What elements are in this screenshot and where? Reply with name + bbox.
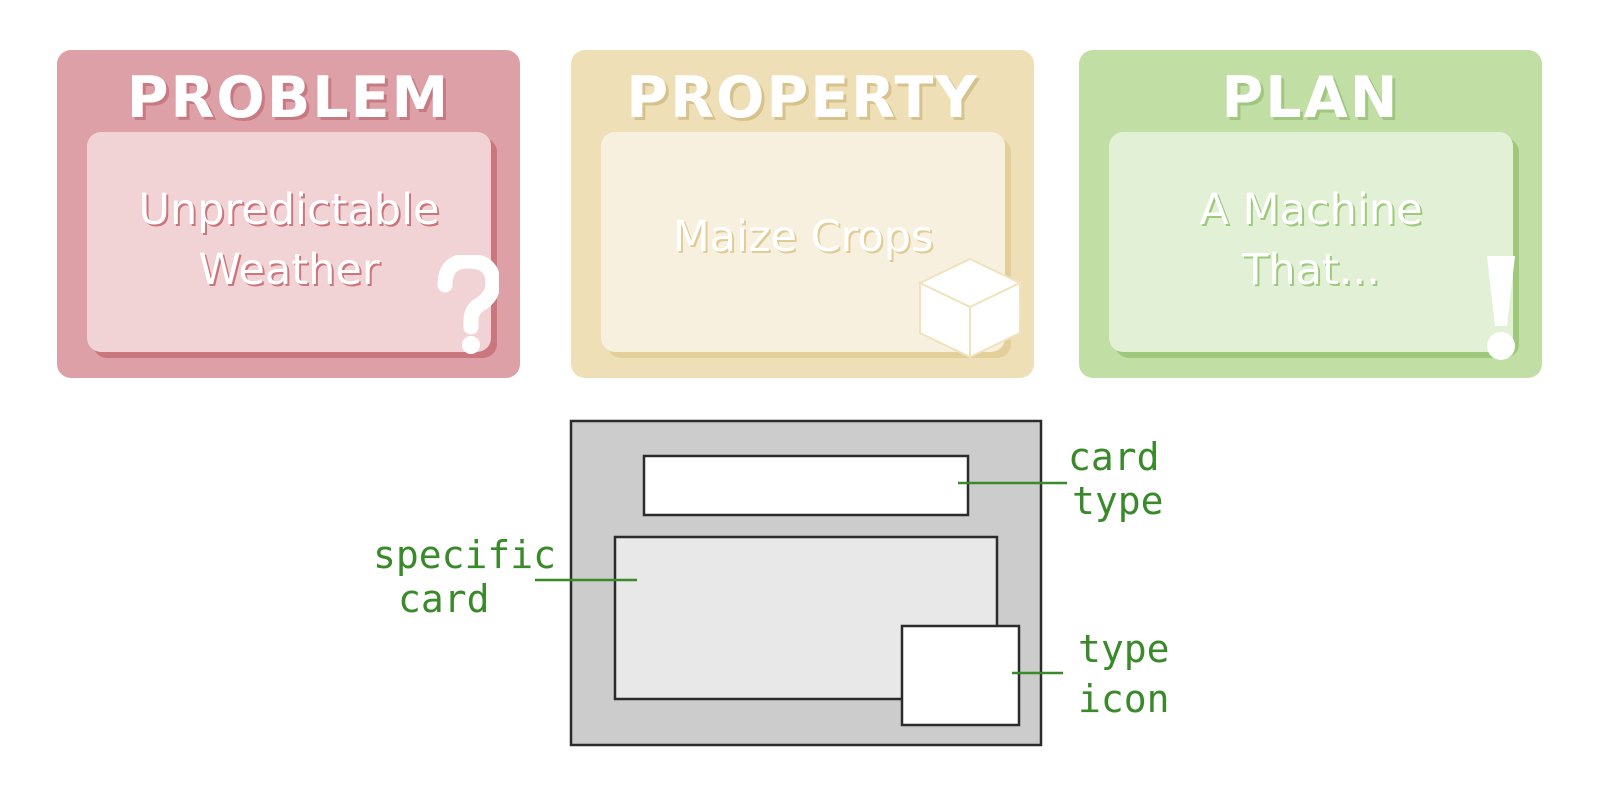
property-card-line-1: Maize Crops [672, 212, 934, 262]
problem-card-text: Unpredictable Weather [87, 180, 491, 300]
specific-card-label-line-1: specific [373, 533, 556, 577]
cube-icon [917, 257, 1023, 359]
diagram-card-type-box [642, 454, 970, 517]
plan-card-line-1: A Machine [1199, 185, 1423, 235]
plan-card-line-2: That... [1242, 245, 1380, 295]
type-icon-label-line-2: icon [1078, 677, 1170, 721]
property-card-text: Maize Crops [601, 207, 1005, 267]
plan-card: PLAN A Machine That... [1079, 50, 1542, 378]
plan-card-inner: A Machine That... [1109, 132, 1513, 352]
type-icon-label-line-1: type [1078, 627, 1170, 671]
plan-card-title: PLAN [1221, 65, 1400, 131]
problem-card-inner: Unpredictable Weather [87, 132, 491, 352]
diagram-type-icon-box [900, 624, 1021, 727]
problem-card-title: PROBLEM [126, 65, 451, 131]
card-type-label-line-2: type [1072, 479, 1164, 523]
question-mark-icon [437, 255, 499, 354]
property-card-title: PROPERTY [626, 65, 979, 131]
card-type-label-line-1: card [1068, 435, 1160, 479]
problem-card-line-2: Weather [198, 245, 380, 295]
problem-card: PROBLEM Unpredictable Weather [57, 50, 520, 378]
exclamation-mark-icon [1487, 256, 1515, 360]
problem-card-line-1: Unpredictable [138, 185, 440, 235]
specific-card-label-line-2: card [398, 577, 490, 621]
property-card: PROPERTY Maize Crops [571, 50, 1034, 378]
plan-card-text: A Machine That... [1109, 180, 1513, 300]
